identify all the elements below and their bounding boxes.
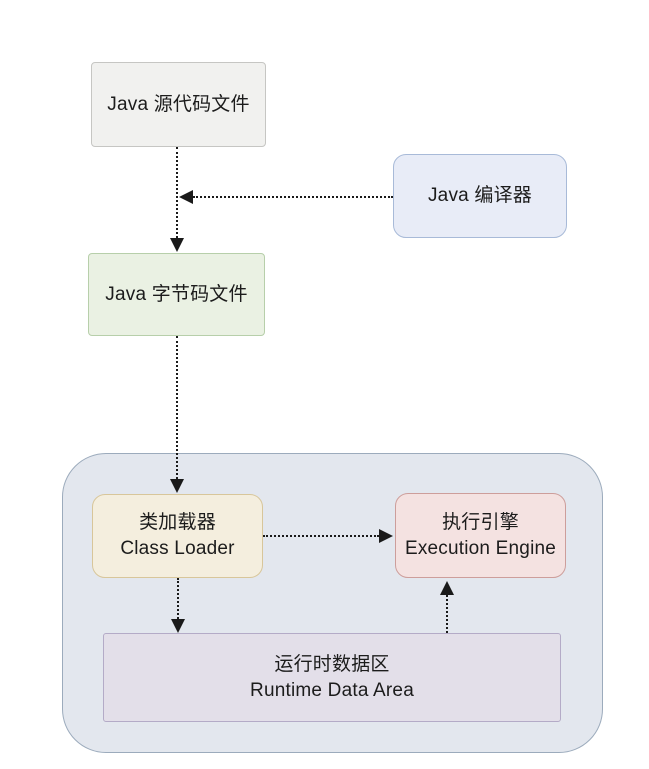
- execution-engine-label-en: Execution Engine: [404, 537, 557, 559]
- edge-runtime-to-execution-engine-arrowhead: [440, 581, 454, 595]
- edge-class-loader-to-runtime-arrowhead: [171, 619, 185, 633]
- edge-class-loader-to-execution-engine-arrowhead: [379, 529, 393, 543]
- edge-compiler-to-flow-line: [193, 196, 393, 198]
- execution-engine-node: 执行引擎 Execution Engine: [395, 493, 566, 578]
- bytecode-file-label: Java 字节码文件: [105, 283, 248, 305]
- edge-source-to-bytecode-line: [176, 147, 178, 238]
- class-loader-node: 类加载器 Class Loader: [92, 494, 263, 578]
- edge-source-to-bytecode-arrowhead: [170, 238, 184, 252]
- runtime-data-area-label-en: Runtime Data Area: [250, 679, 414, 701]
- class-loader-label-zh: 类加载器: [139, 512, 216, 533]
- edge-runtime-to-execution-engine-line: [446, 595, 448, 633]
- compiler-node: Java 编译器: [393, 154, 567, 238]
- edge-bytecode-to-class-loader-arrowhead: [170, 479, 184, 493]
- runtime-data-area-label-zh: 运行时数据区: [274, 653, 390, 675]
- execution-engine-label-zh: 执行引擎: [442, 511, 519, 533]
- source-file-label: Java 源代码文件: [107, 93, 250, 115]
- class-loader-label-en: Class Loader: [120, 538, 235, 559]
- runtime-data-area-node: 运行时数据区 Runtime Data Area: [103, 633, 561, 722]
- edge-compiler-to-flow-arrowhead: [179, 190, 193, 204]
- edge-bytecode-to-class-loader-line: [176, 336, 178, 479]
- compiler-label: Java 编译器: [427, 185, 532, 206]
- edge-class-loader-to-runtime-line: [177, 578, 179, 619]
- bytecode-file-node: Java 字节码文件: [88, 253, 265, 336]
- edge-class-loader-to-execution-engine-line: [263, 535, 379, 537]
- source-file-node: Java 源代码文件: [91, 62, 266, 147]
